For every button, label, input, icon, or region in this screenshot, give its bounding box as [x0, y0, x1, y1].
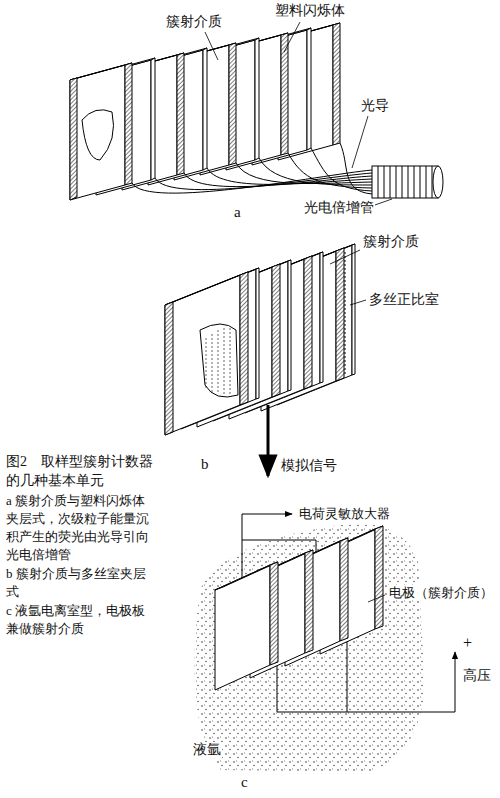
photomultiplier-tube	[372, 166, 443, 198]
leader-lines-a	[205, 22, 392, 206]
part-label: 光导	[360, 98, 390, 114]
sandwich-stack-b	[165, 244, 355, 435]
part-label: 簇射介质	[165, 14, 223, 30]
part-label: 电荷灵敏放大器	[298, 506, 391, 521]
caption-text: b 簇射介质与多丝室夹层式	[6, 565, 154, 601]
panel-letter: +	[462, 634, 473, 652]
caption-text: c 液氩电离室型，电极板兼做簇射介质	[6, 602, 154, 638]
part-label: 塑料闪烁体	[274, 3, 346, 19]
part-label: 多丝正比室	[368, 292, 440, 308]
panel-letter: c	[240, 774, 249, 791]
caption-text: a 簇射介质与塑料闪烁体夹层式，次级粒子能量沉积产生的荧光由光导引向光电倍增管	[6, 492, 154, 564]
panel-letter: b	[200, 456, 210, 473]
part-label: 电极（簇射介质）	[388, 585, 494, 600]
light-guides	[132, 143, 372, 194]
leader-lines-c	[368, 595, 385, 602]
part-label: 液氩	[192, 742, 222, 758]
part-label: 光电倍增管	[303, 200, 375, 216]
electrode-plates	[215, 526, 383, 690]
liquid-argon	[195, 524, 425, 772]
caption-column: 图2 取样型簇射计数器的几种基本单元a 簇射介质与塑料闪烁体夹层式，次级粒子能量…	[6, 452, 154, 638]
part-label: 簇射介质	[362, 234, 420, 250]
part-label: 高压	[462, 668, 492, 684]
signal-arrow	[268, 405, 269, 476]
figure-caption: 图2 取样型簇射计数器的几种基本单元	[6, 452, 154, 490]
electrode-wires	[242, 514, 455, 712]
part-label: 模拟信号	[280, 458, 338, 474]
leader-lines-b	[330, 250, 366, 305]
sandwich-stack-a	[70, 23, 340, 200]
panel-letter: a	[233, 204, 242, 221]
